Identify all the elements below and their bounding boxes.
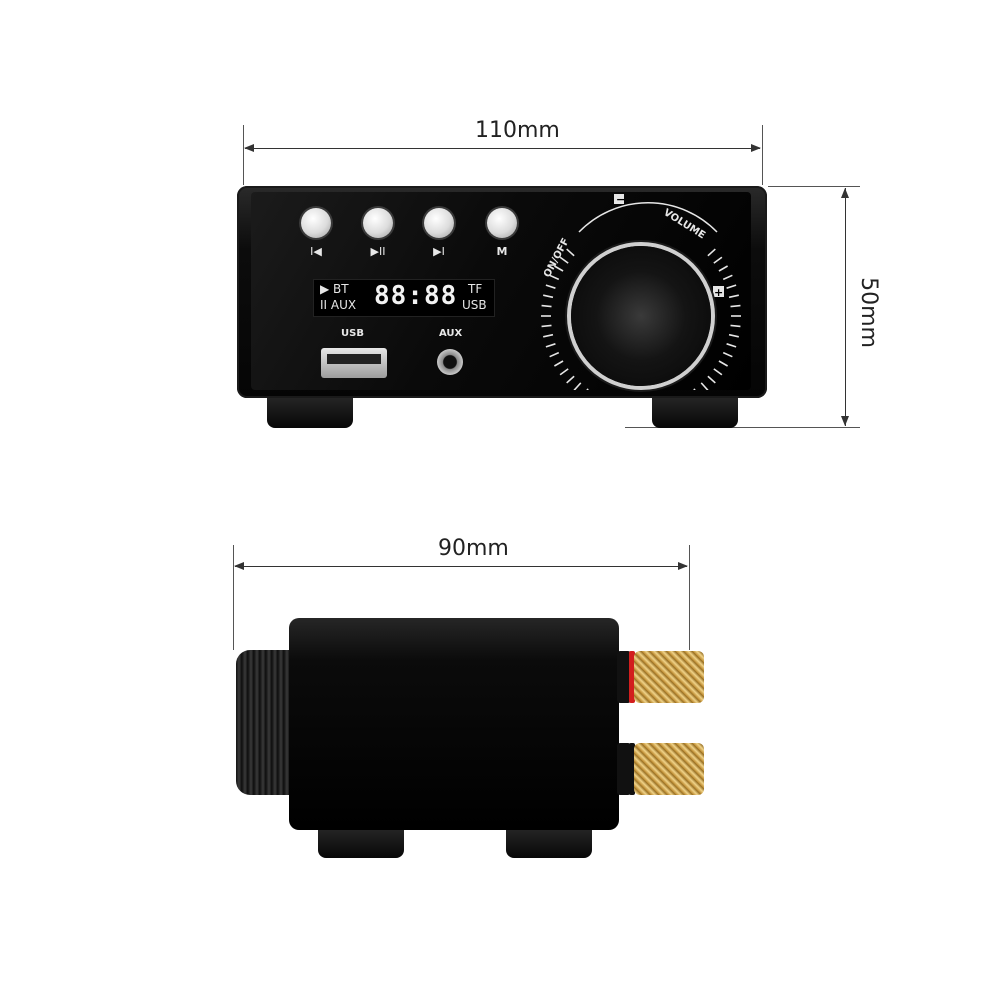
- play-pause-icon: ▶II: [370, 245, 386, 258]
- volume-scale-tick: [573, 382, 582, 390]
- height-dimension-line: [845, 188, 846, 426]
- volume-minus-box: [614, 194, 624, 204]
- aux-jack[interactable]: [437, 349, 463, 375]
- terminal-red-base: [617, 651, 631, 703]
- mode-button[interactable]: [487, 208, 517, 238]
- height-dimension-top-tick: [768, 186, 860, 187]
- display-bt-indicator: ▶ BT: [320, 282, 349, 296]
- volume-scale-tick: [718, 265, 729, 272]
- height-dimension-label: 50mm: [855, 277, 881, 348]
- arrow-right-icon: [678, 562, 688, 570]
- volume-label: VOLUME: [661, 207, 707, 241]
- width-dimension-label: 110mm: [475, 118, 560, 143]
- next-icon: ▶I: [433, 245, 445, 258]
- on-off-label: ON/OFF: [542, 237, 572, 280]
- volume-scale-tick: [700, 382, 709, 390]
- display-usb-indicator: USB: [462, 298, 487, 312]
- volume-scale-tick: [728, 333, 739, 338]
- usb-port-slot: [327, 354, 381, 364]
- volume-scale-tick: [543, 333, 554, 338]
- arrow-down-icon: [841, 416, 849, 426]
- volume-scale-tick: [549, 351, 560, 358]
- minus-icon: −: [616, 193, 625, 206]
- volume-scale-tick: [693, 388, 696, 390]
- volume-scale-tick: [566, 248, 575, 257]
- volume-scale-tick: [726, 284, 737, 289]
- volume-scale-tick: [553, 265, 564, 272]
- volume-scale-tick: [713, 256, 723, 264]
- speaker-terminal-positive[interactable]: [634, 651, 704, 703]
- volume-scale-tick: [566, 375, 575, 384]
- aux-port-label: AUX: [439, 328, 463, 339]
- front-panel: I◀ ▶II ▶I M ▶ BT II AUX 88:88 TF USB USB…: [251, 192, 751, 390]
- usb-port[interactable]: [321, 348, 387, 378]
- plus-icon: +: [714, 286, 723, 299]
- volume-knob[interactable]: [571, 246, 711, 386]
- usb-port-label: USB: [341, 328, 364, 339]
- amplifier-front-view: I◀ ▶II ▶I M ▶ BT II AUX 88:88 TF USB USB…: [237, 186, 767, 398]
- volume-knob-side[interactable]: [236, 650, 290, 795]
- display-aux-indicator: II AUX: [320, 298, 357, 312]
- volume-scale-tick: [718, 360, 729, 367]
- volume-scale: ON/OFF VOLUME − +: [541, 193, 741, 390]
- volume-scale-tick: [541, 304, 552, 308]
- volume-scale-tick: [559, 256, 569, 264]
- volume-scale-tick: [586, 388, 589, 390]
- volume-scale-tick: [722, 274, 733, 281]
- volume-scale-tick: [713, 368, 723, 376]
- volume-scale-tick: [541, 324, 552, 328]
- next-button[interactable]: [424, 208, 454, 238]
- led-display: ▶ BT II AUX 88:88 TF USB: [313, 279, 495, 317]
- volume-scale-tick: [722, 351, 733, 358]
- previous-button[interactable]: [301, 208, 331, 238]
- display-digits: 88:88: [374, 281, 458, 311]
- depth-dimension-right-tick: [689, 545, 690, 650]
- volume-scale-tick: [553, 360, 564, 367]
- volume-plus-box: [713, 286, 724, 297]
- volume-scale-tick: [559, 368, 569, 376]
- width-dimension-right-tick: [762, 125, 763, 185]
- volume-scale-tick: [728, 294, 739, 299]
- volume-scale-tick: [545, 343, 556, 348]
- width-dimension-left-tick: [243, 125, 244, 185]
- height-dimension-bottom-tick: [625, 427, 860, 428]
- amplifier-side-view: [289, 618, 619, 830]
- volume-scale-tick: [730, 324, 741, 328]
- depth-dimension-label: 90mm: [438, 536, 509, 561]
- depth-dimension-left-tick: [233, 545, 234, 650]
- terminal-black-ring: [629, 743, 635, 795]
- speaker-terminal-negative[interactable]: [634, 743, 704, 795]
- volume-scale-tick: [543, 294, 554, 299]
- arrow-up-icon: [841, 188, 849, 198]
- arrow-right-icon: [751, 144, 761, 152]
- volume-scale-tick: [730, 304, 741, 308]
- play-pause-button[interactable]: [363, 208, 393, 238]
- terminal-black-base: [617, 743, 631, 795]
- terminal-red-ring: [629, 651, 635, 703]
- mode-label: M: [496, 245, 508, 258]
- depth-dimension-line: [235, 566, 687, 567]
- volume-scale-tick: [726, 343, 737, 348]
- previous-icon: I◀: [310, 245, 322, 258]
- volume-scale-tick: [549, 274, 560, 281]
- display-tf-indicator: TF: [468, 282, 483, 296]
- width-dimension-line: [245, 148, 760, 149]
- volume-scale-tick: [707, 375, 716, 384]
- arrow-left-icon: [234, 562, 244, 570]
- volume-scale-tick: [707, 248, 716, 257]
- volume-scale-tick: [545, 284, 556, 289]
- arrow-left-icon: [244, 144, 254, 152]
